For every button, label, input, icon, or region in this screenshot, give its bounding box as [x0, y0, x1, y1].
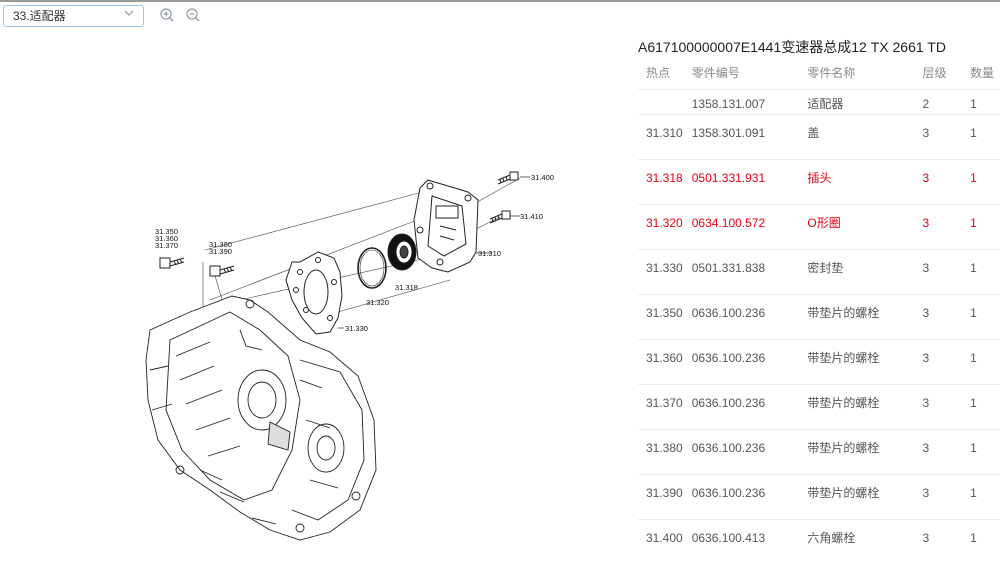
zoom-out-icon[interactable]: [185, 7, 201, 23]
cell-quantity: 1: [962, 115, 1000, 160]
cell-part-number: 0636.100.236: [684, 430, 800, 475]
cell-part-number: 0501.331.931: [684, 160, 800, 205]
callout-31320[interactable]: 31.320: [366, 298, 389, 307]
diagram-select[interactable]: 33.适配器: [3, 5, 144, 27]
cell-hotspot: 31.370: [638, 385, 684, 430]
cell-hotspot: 31.320: [638, 205, 684, 250]
table-row[interactable]: 31.330 0501.331.838 密封垫 3 1: [638, 250, 1000, 295]
parts-panel: A617100000007E1441变速器总成12 TX 2661 TD 热点 …: [638, 32, 1000, 564]
cell-hotspot: 31.330: [638, 250, 684, 295]
cell-hotspot: 31.380: [638, 430, 684, 475]
cell-quantity: 1: [962, 520, 1000, 564]
cell-quantity: 1: [962, 385, 1000, 430]
cell-part-number: 0634.100.572: [684, 205, 800, 250]
plug: [388, 234, 416, 270]
cell-quantity: 1: [962, 250, 1000, 295]
cell-level: 3: [914, 205, 962, 250]
zoom-in-icon[interactable]: [159, 7, 175, 23]
cell-hotspot: 31.390: [638, 475, 684, 520]
table-row[interactable]: 31.380 0636.100.236 带垫片的螺栓 3 1: [638, 430, 1000, 475]
cell-quantity: 1: [962, 340, 1000, 385]
cell-quantity: 1: [962, 205, 1000, 250]
parts-table-body: 1358.131.007 适配器 2 1 31.310 1358.301.091…: [638, 90, 1000, 564]
parts-table: 热点 零件编号 零件名称 层级 数量 1358.131.007 适配器 2 1 …: [638, 60, 1000, 564]
cell-part-number: 0636.100.236: [684, 385, 800, 430]
cell-level: 3: [914, 340, 962, 385]
cell-part-number: 1358.131.007: [684, 90, 800, 115]
cover: [414, 180, 478, 272]
cell-part-name: 带垫片的螺栓: [799, 385, 914, 430]
table-row[interactable]: 31.310 1358.301.091 盖 3 1: [638, 115, 1000, 160]
cell-quantity: 1: [962, 295, 1000, 340]
cell-hotspot: 31.400: [638, 520, 684, 564]
cell-level: 3: [914, 250, 962, 295]
table-header-row: 热点 零件编号 零件名称 层级 数量: [638, 60, 1000, 90]
cell-hotspot: [638, 90, 684, 115]
cell-level: 3: [914, 295, 962, 340]
header-part-name: 零件名称: [799, 60, 914, 90]
cell-level: 2: [914, 90, 962, 115]
cell-quantity: 1: [962, 430, 1000, 475]
cell-part-number: 1358.301.091: [684, 115, 800, 160]
cell-level: 3: [914, 475, 962, 520]
cell-level: 3: [914, 520, 962, 564]
cell-part-name: 插头: [799, 160, 914, 205]
cell-part-name: 带垫片的螺栓: [799, 295, 914, 340]
callout-31318[interactable]: 31.318: [395, 283, 418, 292]
cell-part-number: 0636.100.413: [684, 520, 800, 564]
bolt-left: [160, 258, 184, 268]
callout-31410[interactable]: 31.410: [520, 212, 543, 221]
table-row[interactable]: 31.350 0636.100.236 带垫片的螺栓 3 1: [638, 295, 1000, 340]
cell-quantity: 1: [962, 160, 1000, 205]
window-top-border: [0, 0, 1000, 2]
callout-31310[interactable]: 31.310: [478, 249, 501, 258]
cell-part-number: 0636.100.236: [684, 295, 800, 340]
cell-level: 3: [914, 385, 962, 430]
cell-level: 3: [914, 115, 962, 160]
bolt-31400: [498, 172, 518, 184]
header-level: 层级: [914, 60, 962, 90]
cell-part-number: 0636.100.236: [684, 475, 800, 520]
table-row-highlighted[interactable]: 31.320 0634.100.572 O形圈 3 1: [638, 205, 1000, 250]
header-quantity: 数量: [962, 60, 1000, 90]
chevron-down-icon: [123, 7, 135, 19]
header-part-number: 零件编号: [684, 60, 800, 90]
bolt-middle: [210, 266, 234, 276]
cell-part-name: O形圈: [799, 205, 914, 250]
cell-quantity: 1: [962, 475, 1000, 520]
cell-part-number: 0501.331.838: [684, 250, 800, 295]
gasket: [286, 252, 342, 334]
cell-quantity: 1: [962, 90, 1000, 115]
cell-part-name: 六角螺栓: [799, 520, 914, 564]
table-row-highlighted[interactable]: 31.318 0501.331.931 插头 3 1: [638, 160, 1000, 205]
callout-31400[interactable]: 31.400: [531, 173, 554, 182]
exploded-parts-drawing[interactable]: 31.400 31.410 31.310 31.318 31.320 31.33…: [140, 160, 540, 547]
callout-31390[interactable]: 31.390: [209, 247, 232, 256]
cell-level: 3: [914, 430, 962, 475]
cell-hotspot: 31.310: [638, 115, 684, 160]
cell-part-name: 适配器: [799, 90, 914, 115]
cell-part-name: 盖: [799, 115, 914, 160]
table-row[interactable]: 31.390 0636.100.236 带垫片的螺栓 3 1: [638, 475, 1000, 520]
cell-hotspot: 31.350: [638, 295, 684, 340]
cell-level: 3: [914, 160, 962, 205]
table-row[interactable]: 31.400 0636.100.413 六角螺栓 3 1: [638, 520, 1000, 564]
cell-part-name: 密封垫: [799, 250, 914, 295]
assembly-title: A617100000007E1441变速器总成12 TX 2661 TD: [638, 38, 1000, 60]
table-row[interactable]: 31.360 0636.100.236 带垫片的螺栓 3 1: [638, 340, 1000, 385]
cell-part-name: 带垫片的螺栓: [799, 475, 914, 520]
callout-31330[interactable]: 31.330: [345, 324, 368, 333]
cell-part-name: 带垫片的螺栓: [799, 430, 914, 475]
diagram-select-value: 33.适配器: [13, 9, 66, 23]
cell-hotspot: 31.318: [638, 160, 684, 205]
transmission-housing: [146, 296, 376, 540]
header-hotspot: 热点: [638, 60, 684, 90]
callout-31370[interactable]: 31.370: [155, 241, 178, 250]
cell-part-number: 0636.100.236: [684, 340, 800, 385]
cell-hotspot: 31.360: [638, 340, 684, 385]
table-row[interactable]: 31.370 0636.100.236 带垫片的螺栓 3 1: [638, 385, 1000, 430]
cell-part-name: 带垫片的螺栓: [799, 340, 914, 385]
table-row[interactable]: 1358.131.007 适配器 2 1: [638, 90, 1000, 115]
